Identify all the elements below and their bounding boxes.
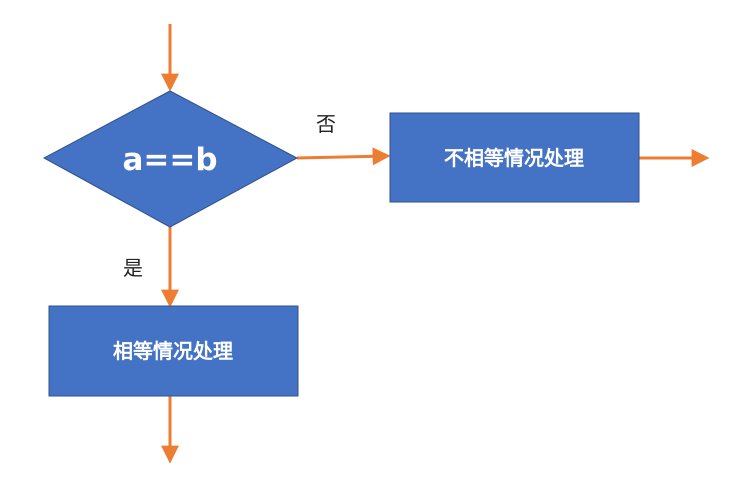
yes-branch-label: 是 [123, 256, 143, 280]
equal-process-box [48, 305, 299, 397]
equal-process-text: 相等情况处理 [113, 339, 233, 363]
no-branch-label: 否 [316, 112, 336, 136]
decision-diamond [42, 90, 299, 228]
not-equal-process-box [389, 112, 640, 203]
not-equal-process-text: 不相等情况处理 [444, 146, 584, 170]
decision-text: a==b [122, 142, 217, 178]
no-branch-arrow [296, 147, 391, 166]
